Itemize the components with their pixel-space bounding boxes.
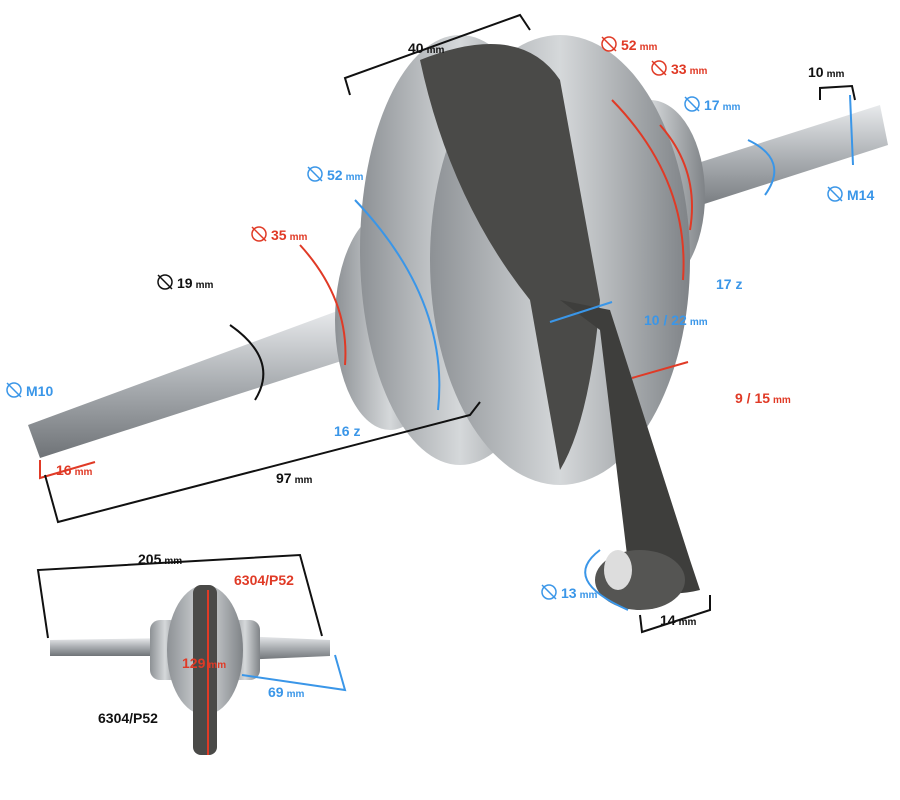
value: 69 bbox=[268, 684, 284, 700]
value: 10 / 22 bbox=[644, 312, 687, 328]
diameter-icon bbox=[6, 382, 22, 398]
value: 97 bbox=[276, 470, 292, 486]
value: 6304/P52 bbox=[234, 572, 294, 588]
value: 33 bbox=[671, 61, 687, 77]
thread-left-label: M10 bbox=[5, 378, 53, 399]
unit: mm bbox=[722, 102, 741, 113]
unit: mm bbox=[345, 172, 364, 183]
diameter-icon bbox=[827, 186, 843, 202]
value: 17 bbox=[704, 97, 720, 113]
value: 205 bbox=[138, 551, 162, 567]
diameter-icon bbox=[307, 166, 323, 182]
value: 16 bbox=[56, 462, 72, 478]
gear-left-teeth-label: 16 z bbox=[334, 423, 360, 439]
value: 19 bbox=[177, 275, 193, 291]
unit: mm bbox=[195, 280, 214, 291]
value: M14 bbox=[847, 187, 875, 203]
unit: mm bbox=[74, 467, 93, 478]
value: 6304/P52 bbox=[98, 710, 158, 726]
gear-right-teeth-label: 17 z bbox=[716, 276, 742, 292]
diameter-icon bbox=[601, 36, 617, 52]
unit: mm bbox=[826, 69, 845, 80]
unit: mm bbox=[689, 66, 708, 77]
value: 40 bbox=[408, 40, 424, 56]
unit: mm bbox=[164, 556, 183, 567]
unit: mm bbox=[678, 617, 697, 628]
thread-right-label: M14 bbox=[826, 182, 874, 203]
overview-crankshaft bbox=[50, 585, 330, 755]
value: 16 z bbox=[334, 423, 361, 439]
value: 129 bbox=[182, 655, 206, 671]
bearing-bottom-label: 6304/P52 bbox=[98, 710, 158, 726]
unit: mm bbox=[579, 590, 598, 601]
dimension-lines bbox=[36, 13, 856, 755]
bearing-top-label: 6304/P52 bbox=[234, 572, 294, 588]
value: 9 / 15 bbox=[735, 390, 771, 406]
unit: mm bbox=[286, 689, 305, 700]
value: 52 bbox=[327, 167, 343, 183]
unit: mm bbox=[289, 232, 308, 243]
value: M10 bbox=[26, 383, 54, 399]
unit: mm bbox=[426, 45, 445, 56]
main-crankshaft bbox=[28, 35, 888, 610]
value: 10 bbox=[808, 64, 824, 80]
diameter-icon bbox=[651, 60, 667, 76]
value: 14 bbox=[660, 612, 676, 628]
diameter-icon bbox=[251, 226, 267, 242]
unit: mm bbox=[208, 660, 227, 671]
diameter-icon bbox=[157, 274, 173, 290]
value: 17 z bbox=[716, 276, 743, 292]
unit: mm bbox=[689, 317, 708, 328]
diameter-icon bbox=[541, 584, 557, 600]
value: 13 bbox=[561, 585, 577, 601]
value: 35 bbox=[271, 227, 287, 243]
diameter-icon bbox=[684, 96, 700, 112]
unit: mm bbox=[773, 395, 791, 406]
value: 52 bbox=[621, 37, 637, 53]
unit: mm bbox=[639, 42, 658, 53]
unit: mm bbox=[294, 475, 313, 486]
